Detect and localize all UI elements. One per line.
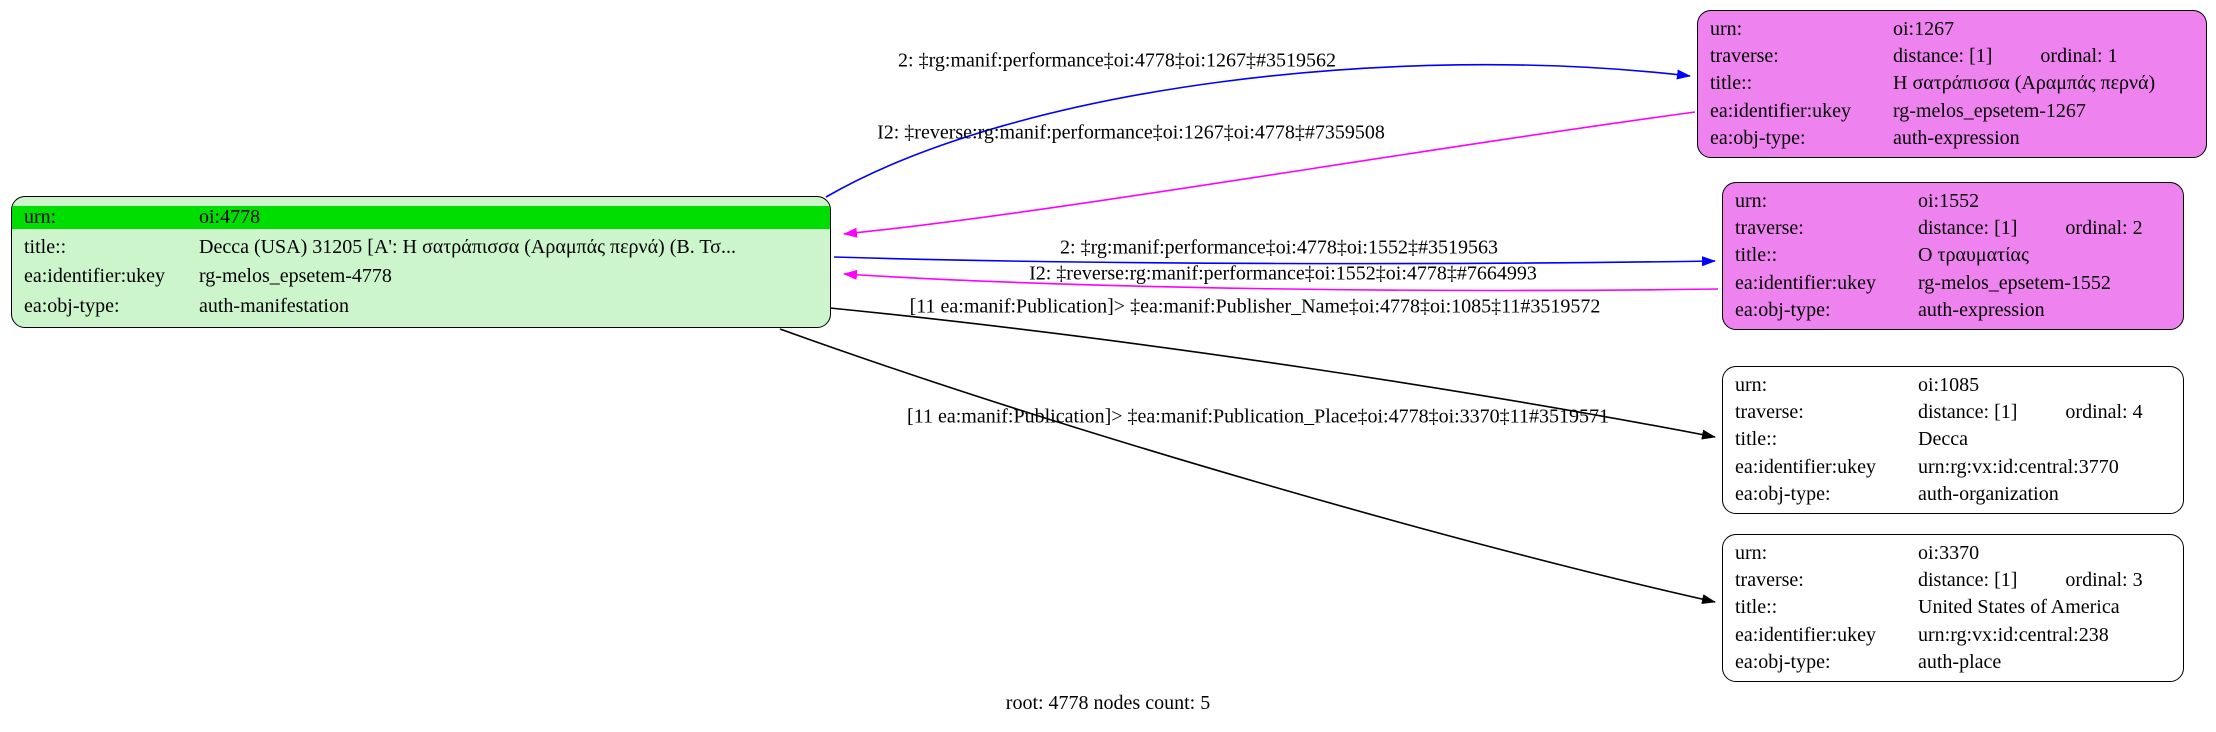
field-value: United States of America [1918, 596, 2120, 619]
field-value: distance: [1] [1893, 45, 1993, 68]
field-value: rg-melos_epsetem-4778 [199, 265, 392, 288]
node-row-traverse: traverse: distance: [1] ordinal: 3 [1723, 569, 2183, 592]
field-label: traverse: [1710, 45, 1779, 68]
field-label: urn: [24, 206, 57, 229]
node-row-identifier: ea:identifier:ukey urn:rg:vx:id:central:… [1723, 624, 2183, 647]
field-value: auth-manifestation [199, 294, 349, 317]
edge-reverse-performance-1552 [843, 269, 1719, 292]
node-row-identifier: ea:identifier:ukey rg-melos_epsetem-1552 [1723, 272, 2183, 295]
node-row-title: title:: Decca [1723, 428, 2183, 451]
edge-label-performance-1552: 2: ‡rg:manif:performance‡oi:4778‡oi:1552… [1060, 236, 1498, 259]
field-value: urn:rg:vx:id:central:238 [1918, 623, 2109, 646]
field-label: title:: [24, 235, 67, 258]
graph-root-summary: root: 4778 nodes count: 5 [1005, 692, 1211, 714]
node-row-urn: urn: oi:1085 [1723, 374, 2183, 397]
edge-label-publication-place-3370: [11 ea:manif:Publication]> ‡ea:manif:Pub… [907, 405, 1609, 428]
field-value: auth-place [1918, 650, 2002, 673]
field-value: Decca (USA) 31205 [Α': Η σατράπισσα (Αρα… [199, 235, 736, 258]
node-row-objtype: ea:obj-type: auth-manifestation [12, 295, 830, 318]
field-value: oi:1085 [1918, 374, 1980, 397]
field-label: traverse: [1735, 401, 1804, 424]
field-value-ordinal: ordinal: 4 [2065, 401, 2143, 424]
field-label: ea:obj-type: [1735, 650, 1831, 673]
field-value: urn:rg:vx:id:central:3770 [1918, 455, 2119, 478]
field-value: distance: [1] [1918, 569, 2018, 592]
field-value: rg-melos_epsetem-1552 [1918, 271, 2111, 294]
field-label: urn: [1735, 190, 1768, 213]
field-value: auth-organization [1918, 482, 2059, 505]
field-label: ea:identifier:ukey [1735, 271, 1877, 294]
node-oi-4778[interactable]: urn: oi:4778 title:: Decca (USA) 31205 [… [11, 196, 831, 328]
node-row-traverse: traverse: distance: [1] ordinal: 4 [1723, 401, 2183, 424]
field-label: urn: [1735, 542, 1768, 565]
node-row-objtype: ea:obj-type: auth-expression [1698, 127, 2206, 150]
field-value: distance: [1] [1918, 217, 2018, 240]
node-row-title: title:: Η σατράπισσα (Αραμπάς περνά) [1698, 72, 2206, 95]
edge-label-performance-1267: 2: ‡rg:manif:performance‡oi:4778‡oi:1267… [898, 49, 1336, 72]
field-label: ea:obj-type: [1735, 298, 1831, 321]
edge-performance-1267 [825, 63, 1691, 198]
field-value: Decca [1918, 428, 1968, 451]
node-row-objtype: ea:obj-type: auth-place [1723, 651, 2183, 674]
field-value: Η σατράπισσα (Αραμπάς περνά) [1893, 72, 2156, 95]
edge-reverse-performance-1267 [843, 111, 1696, 238]
edge-publication-place-3370 [779, 328, 1716, 605]
node-row-urn: urn: oi:1267 [1698, 18, 2206, 41]
field-label: ea:identifier:ukey [1735, 623, 1877, 646]
field-value: distance: [1] [1918, 401, 2018, 424]
node-row-identifier: ea:identifier:ukey rg-melos_epsetem-1267 [1698, 100, 2206, 123]
edge-performance-1552 [833, 256, 1716, 267]
node-row-urn: urn: oi:4778 [12, 206, 830, 230]
node-oi-1267[interactable]: urn: oi:1267 traverse: distance: [1] ord… [1697, 10, 2207, 158]
field-label: title:: [1735, 244, 1778, 267]
field-value: oi:4778 [199, 206, 261, 229]
field-value-ordinal: ordinal: 1 [2040, 45, 2118, 68]
field-label: traverse: [1735, 569, 1804, 592]
edge-label-reverse-performance-1552: I2: ‡reverse:rg:manif:performance‡oi:155… [1029, 262, 1537, 285]
field-value: oi:1552 [1918, 190, 1980, 213]
node-row-traverse: traverse: distance: [1] ordinal: 2 [1723, 217, 2183, 240]
node-row-objtype: ea:obj-type: auth-expression [1723, 299, 2183, 322]
field-value-ordinal: ordinal: 3 [2065, 569, 2143, 592]
edge-label-publisher-name-1085: [11 ea:manif:Publication]> ‡ea:manif:Pub… [909, 295, 1601, 318]
field-label: ea:obj-type: [1735, 482, 1831, 505]
node-row-urn: urn: oi:1552 [1723, 190, 2183, 213]
field-label: urn: [1710, 18, 1743, 41]
field-label: ea:obj-type: [1710, 126, 1806, 149]
field-label: ea:identifier:ukey [1735, 455, 1877, 478]
node-row-title: title:: Decca (USA) 31205 [Α': Η σατράπι… [12, 236, 830, 259]
node-row-urn: urn: oi:3370 [1723, 542, 2183, 565]
field-label: title:: [1735, 428, 1778, 451]
field-value-ordinal: ordinal: 2 [2065, 217, 2143, 240]
field-label: ea:identifier:ukey [1710, 99, 1852, 122]
field-value: rg-melos_epsetem-1267 [1893, 99, 2086, 122]
node-row-identifier: ea:identifier:ukey rg-melos_epsetem-4778 [12, 265, 830, 288]
edge-label-reverse-performance-1267: I2: ‡reverse:rg:manif:performance‡oi:126… [877, 121, 1385, 144]
edge-publisher-name-1085 [829, 307, 1716, 440]
node-row-title: title:: United States of America [1723, 596, 2183, 619]
field-value: auth-expression [1893, 126, 2020, 149]
field-label: title:: [1710, 72, 1753, 95]
field-value: auth-expression [1918, 298, 2045, 321]
field-label: ea:obj-type: [24, 294, 120, 317]
node-row-objtype: ea:obj-type: auth-organization [1723, 483, 2183, 506]
field-value: oi:1267 [1893, 18, 1955, 41]
node-row-traverse: traverse: distance: [1] ordinal: 1 [1698, 45, 2206, 68]
field-label: ea:identifier:ukey [24, 265, 166, 288]
node-oi-1085[interactable]: urn: oi:1085 traverse: distance: [1] ord… [1722, 366, 2184, 514]
field-value: oi:3370 [1918, 542, 1980, 565]
node-row-title: title:: Ο τραυματίας [1723, 244, 2183, 267]
node-row-identifier: ea:identifier:ukey urn:rg:vx:id:central:… [1723, 456, 2183, 479]
node-oi-3370[interactable]: urn: oi:3370 traverse: distance: [1] ord… [1722, 534, 2184, 682]
field-label: urn: [1735, 374, 1768, 397]
field-value: Ο τραυματίας [1918, 244, 2029, 267]
field-label: title:: [1735, 596, 1778, 619]
field-label: traverse: [1735, 217, 1804, 240]
node-oi-1552[interactable]: urn: oi:1552 traverse: distance: [1] ord… [1722, 182, 2184, 330]
